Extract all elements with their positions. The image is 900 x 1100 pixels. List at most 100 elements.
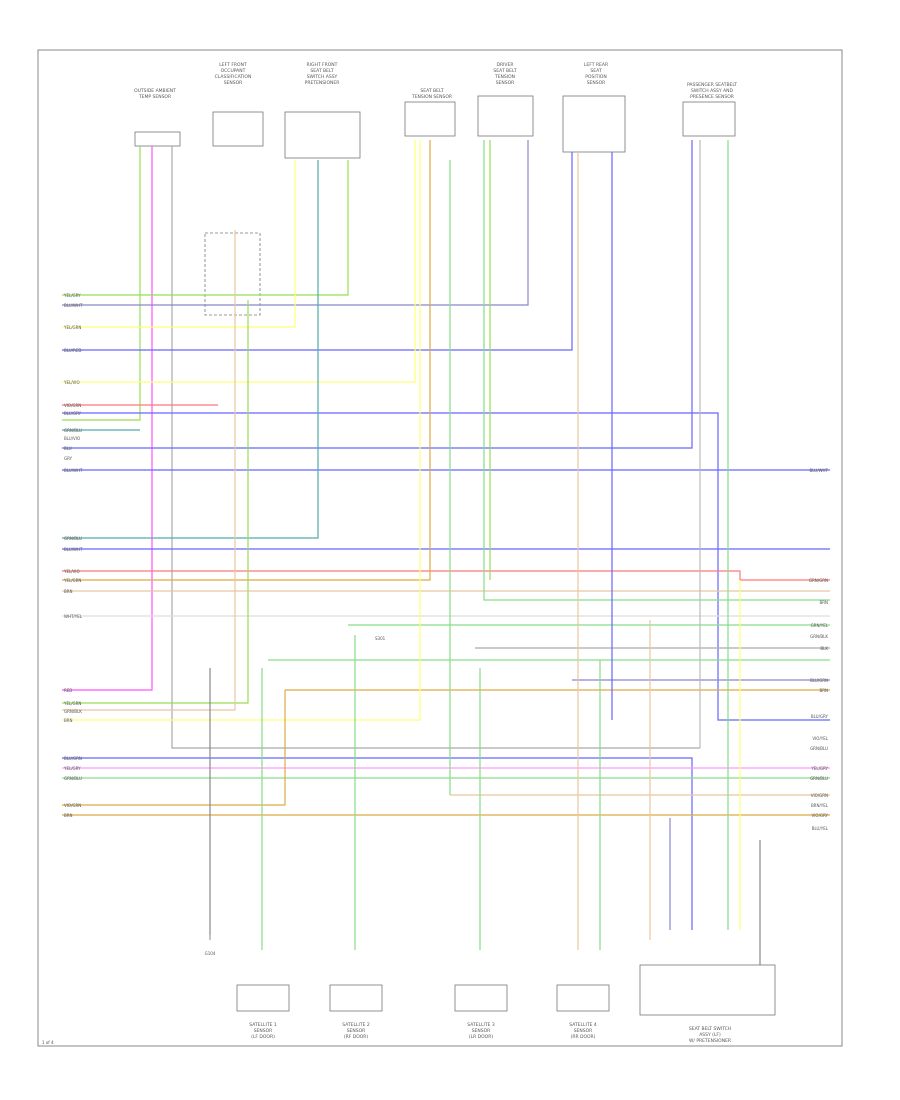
top-component-boxes [134, 95, 736, 316]
left-wire-label: BLU [64, 446, 72, 451]
component-box-c2 [212, 111, 264, 147]
component-label-c4-line2: TENSION SENSOR [411, 94, 452, 100]
left-wire-label: WHT/YEL [64, 614, 83, 619]
left-wire-label: BRN [64, 589, 73, 594]
component-label-c1-line1: OUTSIDE AMBIENT [134, 88, 176, 94]
left-wire-label: YEL/VIO [63, 380, 80, 385]
wire-lime-1 [62, 146, 141, 421]
left-wire-label: GRN/BLU [64, 776, 82, 781]
right-wire-label: VIO/GRY [812, 813, 829, 818]
component-box-b1 [236, 984, 290, 1012]
left-wire-label: VIO/GRN [64, 403, 81, 408]
component-label-b3-line2: SENSOR [472, 1028, 491, 1034]
component-label-b5-line3: W/ PRETENSIONER [689, 1038, 731, 1044]
right-wire-label: BRN [819, 688, 828, 693]
left-wire-label: BRN [64, 813, 73, 818]
right-wire-label: GRN/BLU [810, 776, 828, 781]
wire-lime-2 [62, 300, 249, 704]
component-label-c2-line1: LEFT FRONT [219, 62, 247, 68]
wire-yellow-1 [62, 160, 296, 328]
component-box-b4 [556, 984, 610, 1012]
component-label-b2-line2: SENSOR [347, 1028, 366, 1034]
component-box-c1 [134, 131, 181, 147]
ground-symbol: G104 [205, 935, 216, 956]
left-wire-label: YEL/GRY [63, 293, 81, 298]
component-label-c6-line1: LEFT REAR [584, 62, 608, 68]
component-box-b3 [454, 984, 508, 1012]
wire-tan-2 [62, 230, 236, 711]
left-wire-label: YEL/VIO [63, 569, 80, 574]
component-box-c6 [562, 95, 626, 153]
right-wire-label: GRN/YEL [811, 623, 829, 628]
bottom-component-boxes [236, 964, 776, 1016]
left-wire-label: YEL/GRN [63, 701, 81, 706]
component-label-c3-line2: SEAT BELT [310, 68, 333, 74]
component-label-c6-line4: SENSOR [587, 80, 606, 86]
left-wire-label: YEL/GRN [63, 325, 81, 330]
component-label-b1-line3: (LF DOOR) [251, 1034, 275, 1040]
component-label-b5-line2: ASSY (LF) [699, 1032, 721, 1038]
component-label-c2-line2: OCCUPANT [221, 68, 246, 74]
right-wire-label: BLU/GRY [811, 714, 829, 719]
component-label-c3-line4: PRETENSIONER [305, 80, 340, 86]
right-wire-label: BRN [819, 600, 828, 605]
wire-yellow-2 [62, 140, 416, 383]
component-label-c7-line1: PASSENGER SEATBELT [687, 82, 737, 88]
bottom-component-labels: SATELLITE 1 SENSOR (LF DOOR) SATELLITE 2… [249, 1022, 731, 1044]
left-wire-labels: YEL/GRY BLU/WHT YEL/GRN BLU/RED YEL/VIO … [63, 293, 83, 818]
wire-green-9 [483, 140, 830, 601]
wire-lime-top [62, 160, 349, 296]
component-label-b5-line1: SEAT BELT SWITCH [689, 1026, 731, 1032]
left-wire-label: GRN/BLU [64, 536, 82, 541]
right-wire-label: BLK [820, 646, 828, 651]
left-wire-label: BLU/GRY [64, 411, 82, 416]
right-wire-label: GRN/GRN [809, 578, 828, 583]
component-box-c7 [682, 101, 736, 137]
left-wire-label: YEL/GRN [63, 578, 81, 583]
component-label-c4-line1: SEAT BELT [420, 88, 443, 94]
right-wire-labels: BLU/WHT GRN/GRN BRN GRN/YEL GRN/BLK BLK … [809, 468, 829, 831]
left-wire-label: BLU/RED [64, 348, 81, 353]
component-label-c2-line3: CLASSIFICATION [215, 74, 252, 80]
right-wire-label: BRN/YEL [811, 803, 829, 808]
left-wire-label: VIO/GRN [64, 803, 81, 808]
component-label-c5-line3: TENSION [494, 74, 515, 80]
right-wire-label: BLU/YEL [812, 826, 829, 831]
wire-gray-1 [171, 146, 700, 749]
component-label-b2-line1: SATELLITE 2 [342, 1022, 370, 1028]
wire-orange-1 [62, 140, 431, 581]
right-wire-label: GRN/BLK [810, 634, 828, 639]
left-wire-label: BRN [64, 718, 73, 723]
wire-pink [62, 146, 153, 691]
wire-blue-3 [62, 140, 693, 449]
left-wire-label: RED [64, 688, 72, 693]
component-label-c7-line2: SWITCH ASSY AND [691, 88, 733, 94]
wires [62, 140, 830, 965]
right-wire-label: GRN/BLU [810, 746, 828, 751]
component-label-b2-line3: (RF DOOR) [344, 1034, 369, 1040]
wire-blue-1 [62, 152, 573, 351]
component-label-c1-line2: TEMP SENSOR [138, 94, 171, 100]
component-label-b1-line1: SATELLITE 1 [249, 1022, 277, 1028]
wire-red-2 [62, 570, 830, 581]
right-wire-label: YEL/GRY [810, 766, 828, 771]
left-wire-label: BLU/VIO [64, 436, 80, 441]
wire-orange-3 [62, 690, 286, 806]
component-box-b2 [329, 984, 383, 1012]
left-wire-label: GRN/BLK [64, 709, 82, 714]
wire-teal-2 [62, 160, 319, 539]
component-label-c6-line3: POSITION [585, 74, 606, 80]
left-wire-label: GRY [64, 456, 73, 461]
left-wire-label: GRN/BLU [64, 428, 82, 433]
left-wire-label: YEL/GRY [63, 766, 81, 771]
component-label-c3-line1: RIGHT FRONT [307, 62, 338, 68]
component-label-c6-line2: SEAT [590, 68, 601, 74]
connector-box-c2 [204, 232, 261, 316]
component-label-b1-line2: SENSOR [254, 1028, 273, 1034]
wire-blue-6 [62, 757, 693, 930]
left-wire-label: BLU/WHT [64, 468, 83, 473]
component-box-c3 [284, 111, 361, 159]
component-label-c5-line2: SEAT BELT [493, 68, 516, 74]
left-wire-label: BLU/GRN [64, 756, 82, 761]
